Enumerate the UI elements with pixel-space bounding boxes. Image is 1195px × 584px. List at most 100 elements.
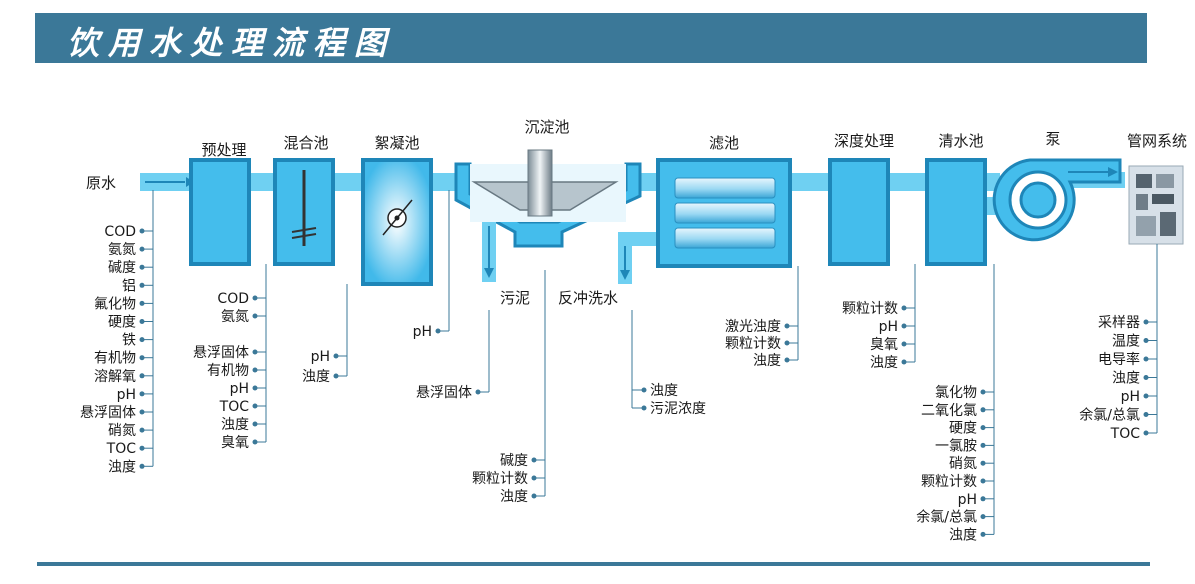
param-label: pH (230, 381, 249, 397)
param-label: COD (104, 224, 136, 240)
param-group-sed-inlet: pH (413, 190, 450, 340)
param-label: 悬浮固体 (416, 385, 472, 401)
param-dot (139, 355, 145, 361)
pretreatment-tank (189, 158, 251, 266)
param-label: 悬浮固体 (193, 345, 249, 361)
param-label: 颗粒计数 (921, 474, 977, 490)
stage-label-pump: 泵 (1045, 130, 1060, 148)
param-dot (641, 405, 647, 411)
param-label: 浊度 (500, 489, 528, 505)
param-dot (139, 300, 145, 306)
param-label: COD (217, 291, 249, 307)
param-label: 温度 (1112, 334, 1140, 350)
param-dot (475, 389, 481, 395)
param-dot (784, 357, 790, 363)
param-dot (1143, 375, 1149, 380)
param-label: 臭氧 (221, 435, 249, 451)
stage-label-clearwell: 清水池 (938, 132, 983, 150)
param-label: 臭氧 (870, 337, 898, 353)
param-dot (333, 373, 339, 379)
param-dot (901, 341, 907, 347)
param-dot (252, 439, 258, 445)
param-dot (1143, 412, 1149, 417)
param-dot (980, 514, 986, 520)
param-label: 氯化物 (935, 385, 977, 401)
param-dot (139, 319, 145, 324)
param-dot (531, 475, 537, 481)
param-label: pH (117, 387, 136, 403)
param-dot (139, 282, 145, 288)
param-label: 硝氮 (949, 456, 977, 472)
param-dot (784, 323, 790, 329)
mixing-tank (273, 158, 335, 266)
param-label: pH (879, 319, 898, 335)
param-dot (139, 445, 145, 451)
filter-tank (656, 158, 792, 268)
param-dot (1143, 393, 1149, 399)
flocculation-tank (361, 158, 433, 286)
param-dot (901, 359, 907, 365)
param-dot (252, 349, 258, 355)
param-label: 浊度 (870, 355, 898, 371)
param-label: 电导率 (1098, 351, 1140, 368)
param-dot (139, 391, 145, 397)
param-dot (980, 460, 986, 466)
param-dot (980, 478, 986, 484)
param-dot (980, 407, 986, 413)
bottom-rule (37, 562, 1150, 566)
backwash-label: 反冲洗水 (558, 289, 618, 307)
param-group-sludge: 悬浮固体 (416, 310, 490, 401)
param-label: 硬度 (949, 421, 977, 437)
param-label: 余氯/总氯 (916, 509, 977, 526)
param-dot (901, 323, 907, 329)
stage-label-mixing: 混合池 (283, 134, 328, 152)
network-system-symbol (1128, 165, 1184, 245)
param-dot (139, 409, 145, 415)
param-dot (980, 442, 986, 448)
stage-label-sedimentation: 沉淀池 (524, 118, 569, 136)
param-dot (435, 328, 441, 334)
param-dot (901, 305, 907, 311)
param-dot (980, 389, 986, 395)
param-label: 激光浊度 (725, 318, 781, 335)
raw-water-label: 原水 (86, 174, 116, 192)
param-label: 浊度 (302, 369, 330, 385)
param-dot (139, 246, 145, 252)
stage-label-pretreatment: 预处理 (201, 141, 246, 159)
clear-water-tank (925, 158, 987, 266)
param-label: 二氧化氯 (921, 403, 977, 419)
param-label: 有机物 (94, 351, 136, 367)
param-label: 浊度 (650, 383, 678, 399)
param-label: 氨氮 (221, 309, 249, 325)
param-label: pH (1121, 389, 1140, 405)
param-dot (139, 228, 145, 234)
param-label: 氟化物 (94, 296, 136, 312)
pump-symbol (992, 158, 1122, 242)
param-label: 浊度 (221, 417, 249, 433)
param-label: 污泥浓度 (650, 401, 706, 417)
param-label: pH (413, 324, 432, 340)
param-dot (784, 340, 790, 346)
param-label: 溶解氧 (94, 369, 136, 385)
param-dot (139, 337, 145, 343)
param-dot (1143, 430, 1149, 436)
param-label: 浊度 (1112, 371, 1140, 387)
param-dot (1143, 356, 1149, 362)
param-label: 浊度 (108, 459, 136, 475)
stage-label-flocculation: 絮凝池 (374, 134, 419, 152)
param-dot (980, 531, 986, 537)
param-label: 悬浮固体 (80, 405, 136, 421)
param-label: TOC (1110, 426, 1141, 442)
param-label: 铝 (122, 278, 136, 294)
param-dot (333, 353, 339, 359)
param-dot (252, 295, 258, 301)
stage-label-filter: 滤池 (709, 134, 739, 152)
param-dot (139, 427, 145, 433)
param-group-pretreatment: COD 氨氮 (217, 264, 267, 325)
